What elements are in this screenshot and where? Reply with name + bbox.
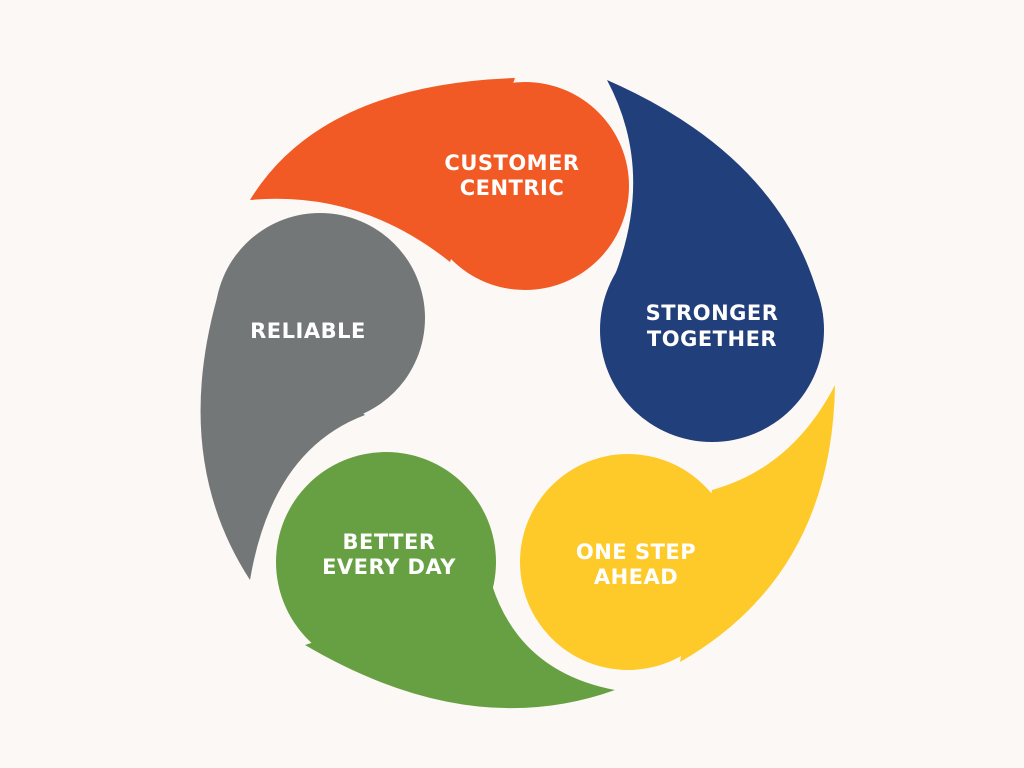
label-line: STRONGER [646,301,779,325]
label-line: EVERY DAY [322,555,456,579]
label-line: RELIABLE [250,319,366,343]
segment-stronger-together: STRONGER TOGETHER [600,80,824,442]
label-line: CENTRIC [460,176,565,200]
drop-head [421,82,629,290]
drop-head [276,452,496,672]
label-line: ONE STEP [576,540,696,564]
segment-reliable: RELIABLE [200,213,425,580]
drop-shape [305,585,615,709]
label-line: TOGETHER [647,327,777,351]
label-line: BETTER [343,530,436,554]
drop-head [215,213,425,423]
label-line: CUSTOMER [444,151,579,175]
drop-head [600,218,824,442]
label-line: AHEAD [594,565,678,589]
drop-head [520,454,736,670]
segment-one-step-ahead: ONE STEP AHEAD [520,385,835,670]
segment-customer-centric: CUSTOMER CENTRIC [250,78,629,290]
segment-better-every-day: BETTER EVERY DAY [276,452,615,709]
